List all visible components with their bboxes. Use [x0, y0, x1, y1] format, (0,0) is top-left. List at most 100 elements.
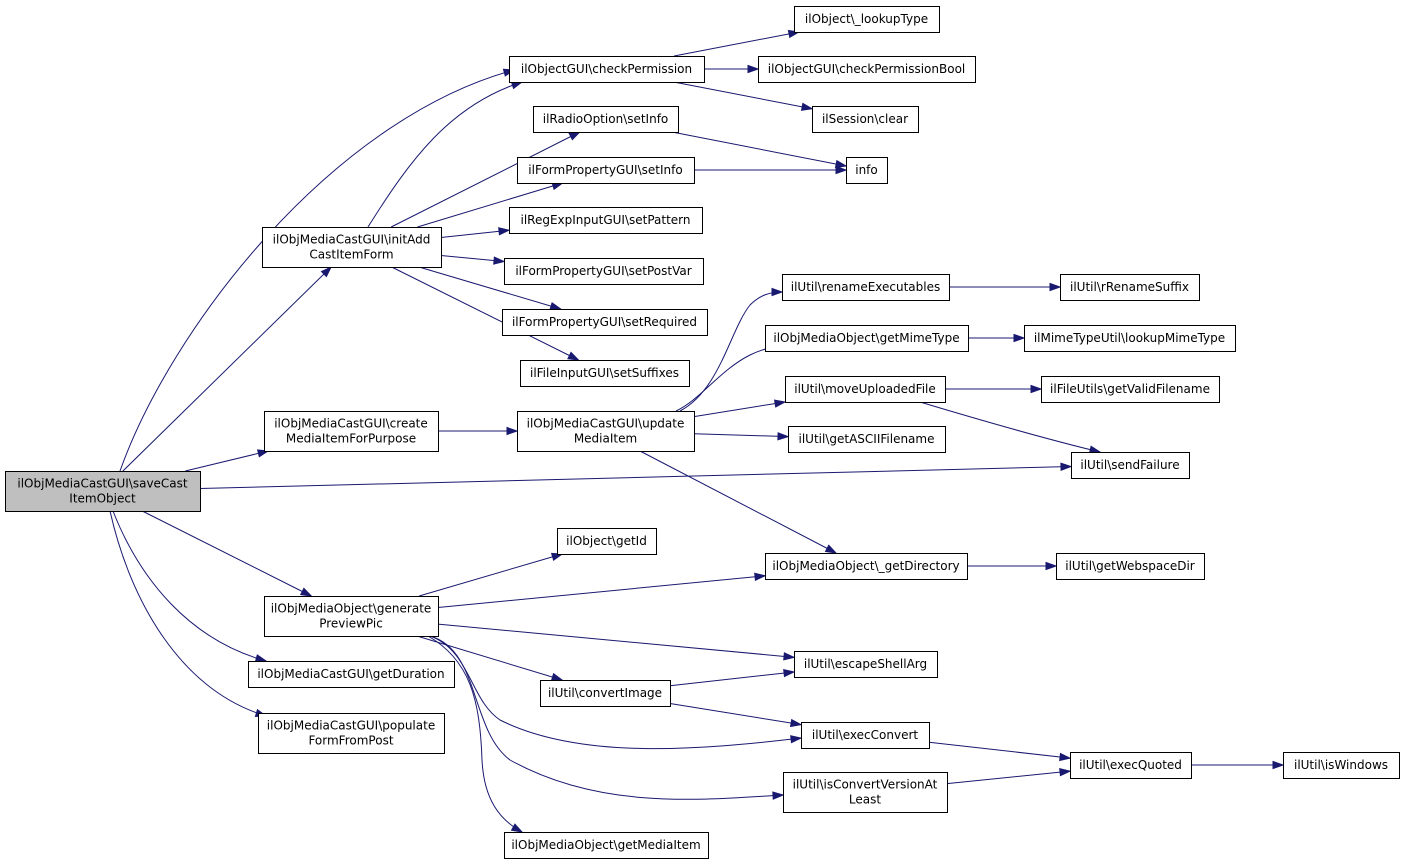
node-rRenameSuffix[interactable]: ilUtil\rRenameSuffix [1060, 274, 1200, 301]
node-box [1070, 752, 1192, 779]
arrowhead-setPostVar [493, 256, 506, 265]
node-getId[interactable]: ilObject\getId [557, 528, 657, 555]
edge-isConvertVersionAtLeast-to-execQuoted [946, 770, 1071, 785]
node-radioSetInfo[interactable]: ilRadioOption\setInfo [533, 106, 679, 133]
arrowhead-getDuration [254, 654, 268, 663]
node-convertImage[interactable]: ilUtil\convertImage [540, 680, 671, 707]
node-box [262, 227, 442, 268]
edge-radioSetInfo-to-info [671, 131, 847, 167]
node-getMediaItem[interactable]: ilObjMediaObject\getMediaItem [504, 832, 709, 859]
node-checkPermissionBool[interactable]: ilObjectGUI\checkPermissionBool [758, 56, 976, 83]
node-getMimeType[interactable]: ilObjMediaObject\getMimeType [765, 325, 969, 352]
node-box [1056, 553, 1205, 580]
node-box [1283, 752, 1400, 779]
node-box [5, 471, 201, 512]
node-label: ilObjMediaCastGUI\getDuration [257, 667, 444, 681]
node-label: ilUtil\isConvertVersionAt [793, 778, 938, 792]
arrowhead-execQuoted [1059, 752, 1072, 762]
node-box [517, 157, 695, 184]
node-checkPermission[interactable]: ilObjectGUI\checkPermission [509, 56, 705, 83]
edge-initAddCastItemForm-to-checkPermission [367, 81, 523, 228]
edge-initAddCastItemForm-to-setSuffixes [391, 266, 579, 361]
node-label: ilUtil\getWebspaceDir [1065, 559, 1195, 573]
node-escapeShellArg[interactable]: ilUtil\escapeShellArg [794, 651, 938, 678]
node-getWebspaceDir[interactable]: ilUtil\getWebspaceDir [1056, 553, 1205, 580]
node-box [758, 56, 976, 83]
arrowhead-execConvert [789, 718, 803, 728]
node-box [846, 157, 888, 184]
arrowhead-generatePreviewPic [299, 587, 313, 597]
node-setRequired[interactable]: ilFormPropertyGUI\setRequired [502, 309, 708, 336]
node-execConvert[interactable]: ilUtil\execConvert [801, 722, 930, 749]
arrowhead-escapeShellArg [783, 652, 796, 661]
node-box [502, 309, 708, 336]
node-box [509, 56, 705, 83]
edge-initAddCastItemForm-to-setPattern [440, 229, 510, 238]
node-label: ilObjMediaObject\getMediaItem [511, 838, 700, 852]
edge-generatePreviewPic-to-getId [418, 553, 563, 597]
node-label: FormFromPost [308, 734, 393, 748]
node-lookupMimeType[interactable]: ilMimeTypeUtil\lookupMimeType [1024, 325, 1236, 352]
node-label: ilObject\getId [566, 534, 647, 548]
arrowhead-execQuoted [1059, 768, 1072, 777]
node-label: ilRegExpInputGUI\setPattern [520, 213, 690, 227]
node-label: ilUtil\sendFailure [1080, 458, 1179, 472]
node-box [788, 426, 946, 453]
arrowhead-getMediaItem [510, 823, 524, 833]
node-getDirectory[interactable]: ilObjMediaObject\_getDirectory [765, 553, 968, 580]
node-info[interactable]: info [846, 157, 888, 184]
node-getASCIIFilename[interactable]: ilUtil\getASCIIFilename [788, 426, 946, 453]
node-box [248, 661, 455, 688]
arrowhead-info [834, 159, 848, 169]
node-setPostVar[interactable]: ilFormPropertyGUI\setPostVar [504, 258, 704, 285]
edge-saveCastItemObject-to-sendFailure [199, 465, 1072, 490]
node-getValidFilename[interactable]: ilFileUtils\getValidFilename [1041, 376, 1220, 403]
node-sessionClear[interactable]: ilSession\clear [812, 106, 919, 133]
node-label: PreviewPic [319, 617, 383, 631]
node-moveUploadedFile[interactable]: ilUtil\moveUploadedFile [785, 376, 946, 403]
arrowhead-setSuffixes [567, 351, 580, 361]
node-label: ilFormPropertyGUI\setPostVar [515, 264, 691, 278]
edge-checkPermission-to-sessionClear [673, 81, 813, 110]
arrowhead-escapeShellArg [783, 668, 796, 678]
node-label: ilObjMediaCastGUI\saveCast [17, 477, 188, 491]
edge-saveCastItemObject-to-initAddCastItemForm [122, 266, 332, 472]
arrowhead-convertImage [550, 672, 564, 681]
node-isWindows[interactable]: ilUtil\isWindows [1283, 752, 1400, 779]
edge-convertImage-to-escapeShellArg [669, 671, 795, 687]
node-label: ilUtil\isWindows [1294, 758, 1388, 772]
node-sendFailure[interactable]: ilUtil\sendFailure [1071, 452, 1190, 479]
node-setSuffixes[interactable]: ilFileInputGUI\setSuffixes [520, 360, 690, 387]
node-setPattern[interactable]: ilRegExpInputGUI\setPattern [509, 207, 703, 234]
node-box [1060, 274, 1200, 301]
node-box [258, 713, 445, 754]
node-createMediaItemForPurpose[interactable]: ilObjMediaCastGUI\createMediaItemForPurp… [264, 411, 439, 452]
edge-updateMediaItem-to-getDirectory [639, 450, 837, 554]
node-box [765, 553, 968, 580]
node-label: ilObjMediaCastGUI\populate [267, 719, 435, 733]
node-lookupType[interactable]: ilObject\_lookupType [794, 6, 940, 33]
node-label: ilObject\_lookupType [805, 12, 928, 26]
arrowhead-checkPermissionBool [747, 64, 760, 74]
node-box [509, 207, 703, 234]
arrowhead-initAddCastItemForm [320, 265, 333, 278]
edge-generatePreviewPic-to-getMediaItem [427, 635, 523, 833]
node-label: ilUtil\moveUploadedFile [794, 382, 936, 396]
arrowhead-setRequired [549, 301, 563, 311]
node-execQuoted[interactable]: ilUtil\execQuoted [1070, 752, 1192, 779]
node-box [812, 106, 919, 133]
node-label: info [855, 163, 878, 177]
node-label: ilUtil\renameExecutables [791, 280, 941, 294]
node-label: ilUtil\getASCIIFilename [799, 432, 935, 446]
node-getDuration[interactable]: ilObjMediaCastGUI\getDuration [248, 661, 455, 688]
node-renameExecutables[interactable]: ilUtil\renameExecutables [782, 274, 950, 301]
node-label: MediaItemForPurpose [286, 432, 416, 446]
node-formPropSetInfo[interactable]: ilFormPropertyGUI\setInfo [517, 157, 695, 184]
